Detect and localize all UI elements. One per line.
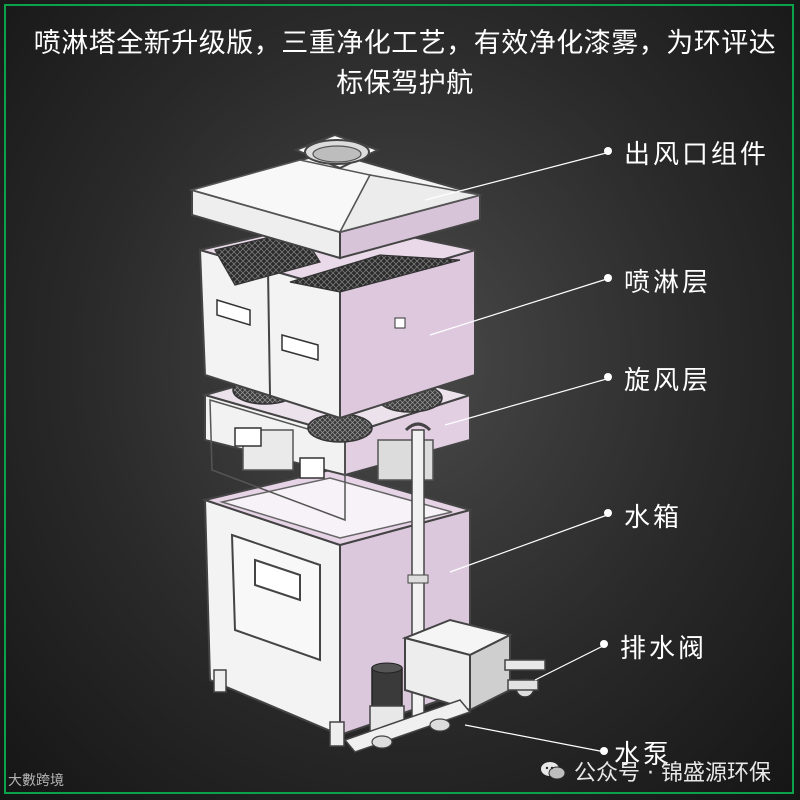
watermark-right-text: 公众号 · 锦盛源环保	[574, 761, 771, 786]
watermark-left: 大數跨境	[8, 770, 64, 790]
outlet-assembly	[188, 133, 484, 260]
watermark-right: 公众号 · 锦盛源环保	[540, 755, 771, 787]
image-frame	[4, 4, 794, 794]
label-dot-cyclone	[604, 373, 612, 381]
headline: 喷淋塔全新升级版，三重净化工艺，有效净化漆雾，为环评达 标保驾护航	[20, 24, 790, 104]
label-dot-tank	[604, 509, 612, 517]
leader-outlet	[424, 151, 611, 201]
label-outlet-assembly: 出风口组件	[624, 140, 770, 170]
label-cyclone-layer: 旋风层	[624, 366, 712, 396]
leader-spray	[429, 277, 611, 336]
wechat-icon	[540, 760, 566, 782]
label-water-pump: 水泵	[614, 740, 673, 770]
label-dot-spray	[604, 274, 612, 282]
label-dot-drain	[600, 640, 608, 648]
label-spray-layer: 喷淋层	[624, 268, 712, 298]
label-dot-outlet	[604, 147, 612, 155]
headline-line-2: 标保驾护航	[336, 68, 474, 99]
leader-cyclone	[444, 377, 611, 426]
label-water-tank: 水箱	[624, 503, 683, 533]
water-tank	[201, 468, 474, 747]
pump-and-pipe	[343, 422, 546, 753]
headline-line-1: 喷淋塔全新升级版，三重净化工艺，有效净化漆雾，为环评达	[33, 28, 777, 59]
leader-drain	[534, 644, 606, 681]
label-drain-valve: 排水阀	[620, 634, 708, 664]
label-dot-pump	[600, 747, 608, 755]
leader-pump	[464, 724, 606, 753]
watermark-left-text: 大數跨境	[8, 773, 64, 789]
leader-tank	[449, 513, 611, 573]
leader-lines	[424, 151, 611, 753]
